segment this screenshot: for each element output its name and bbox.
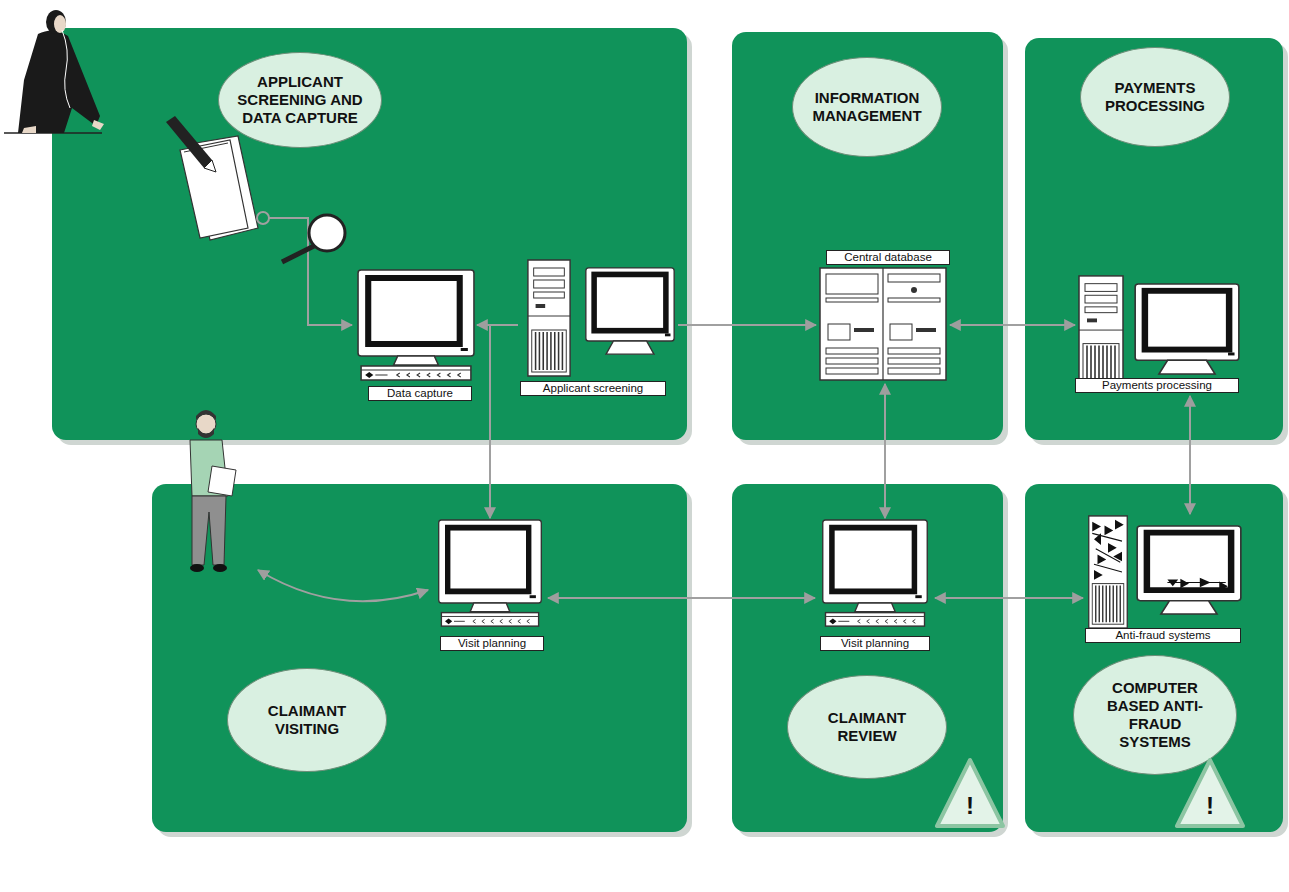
panel-heading: CLAIMANT VISITING xyxy=(252,702,362,738)
computer-part xyxy=(1137,526,1241,614)
man-figure xyxy=(190,564,204,572)
computer-caption: Payments processing xyxy=(1075,378,1239,393)
magnifier-illustration xyxy=(309,215,345,251)
computer-part xyxy=(1135,284,1239,374)
computer-caption: Visit planning xyxy=(820,636,930,651)
woman-figure xyxy=(92,120,104,130)
flow-connector xyxy=(678,324,816,326)
panel-heading: APPLICANT SCREENING AND DATA CAPTURE xyxy=(229,73,371,127)
warning-mark: ! xyxy=(966,793,974,819)
panel-heading: INFORMATION MANAGEMENT xyxy=(808,89,926,125)
woman-figure xyxy=(18,30,100,133)
computer-caption: Central database xyxy=(826,250,950,265)
notepad-illustration xyxy=(269,218,352,325)
panel-heading: COMPUTER BASED ANTI-FRAUD SYSTEMS xyxy=(1099,679,1211,751)
warning-triangle xyxy=(1177,760,1243,826)
computer-caption: Visit planning xyxy=(440,636,544,651)
computer-node: Applicant screening xyxy=(518,258,678,398)
computer-node: Central database xyxy=(816,248,950,384)
panel-heading: CLAIMANT REVIEW xyxy=(812,709,922,745)
computer-part xyxy=(358,270,474,380)
computer-node: Payments processing xyxy=(1075,274,1243,396)
notepad-illustration xyxy=(166,116,212,168)
computer-part xyxy=(1089,516,1128,628)
man-figure xyxy=(213,564,227,572)
notepad-illustration xyxy=(166,116,352,325)
warning-triangle xyxy=(937,760,1243,826)
computer-node: Data capture xyxy=(355,268,477,402)
woman-figure xyxy=(46,10,66,34)
process-panel: INFORMATION MANAGEMENT Central database xyxy=(732,32,1003,440)
man-figure xyxy=(196,414,216,434)
computer-node: Visit planning xyxy=(432,518,548,652)
computer-icon xyxy=(518,258,678,398)
process-panel: APPLICANT SCREENING AND DATA CAPTURE Data… xyxy=(52,28,687,440)
computer-node: Visit planning xyxy=(815,518,935,652)
man-figure xyxy=(190,410,428,601)
computer-part xyxy=(439,520,542,626)
heading-ellipse: COMPUTER BASED ANTI-FRAUD SYSTEMS xyxy=(1073,655,1237,775)
notepad-illustration xyxy=(257,212,269,224)
computer-caption: Anti-fraud systems xyxy=(1085,628,1241,643)
man-figure xyxy=(198,428,214,438)
computer-icon xyxy=(432,518,548,652)
computer-part xyxy=(1079,276,1123,388)
flow-connector xyxy=(884,384,886,518)
computer-node: Anti-fraud systems xyxy=(1083,514,1245,648)
notepad-illustration xyxy=(190,136,258,240)
computer-icon xyxy=(816,248,950,384)
process-panel: CLAIMANT REVIEW Visit planning xyxy=(732,484,1003,832)
computer-caption: Applicant screening xyxy=(520,381,666,396)
man-figure xyxy=(258,570,428,601)
computer-part xyxy=(823,520,928,626)
woman-figure xyxy=(4,132,102,134)
flow-connector xyxy=(1189,396,1191,514)
computer-part xyxy=(820,268,946,380)
notepad-illustration xyxy=(204,160,216,172)
flow-connector xyxy=(548,597,815,599)
computer-caption: Data capture xyxy=(368,386,472,401)
heading-ellipse: PAYMENTS PROCESSING xyxy=(1080,47,1230,147)
woman-figure xyxy=(22,126,36,133)
woman-figure xyxy=(62,30,70,108)
panel-heading: PAYMENTS PROCESSING xyxy=(1096,79,1214,115)
computer-part xyxy=(586,268,674,354)
process-panel: COMPUTER BASED ANTI-FRAUD SYSTEMS Anti-fr… xyxy=(1025,484,1283,832)
man-figure xyxy=(192,496,226,565)
flow-connector xyxy=(490,325,518,518)
computer-part xyxy=(528,260,570,376)
notepad-illustration xyxy=(180,140,248,238)
flow-connector xyxy=(477,324,518,326)
woman-figure xyxy=(54,15,66,33)
magnifier-illustration xyxy=(282,246,314,262)
heading-ellipse: CLAIMANT VISITING xyxy=(227,668,387,772)
computer-icon xyxy=(355,268,477,402)
notepad-illustration xyxy=(184,143,228,152)
flow-connector xyxy=(935,597,1083,599)
process-panel: PAYMENTS PROCESSING Payments processing xyxy=(1025,38,1283,440)
heading-ellipse: APPLICANT SCREENING AND DATA CAPTURE xyxy=(218,52,382,148)
heading-ellipse: CLAIMANT REVIEW xyxy=(787,675,947,779)
flow-connector xyxy=(950,324,1075,326)
man-figure xyxy=(208,466,236,496)
magnifier-illustration xyxy=(282,215,345,262)
warning-triangle xyxy=(937,760,1003,826)
process-panel: CLAIMANT VISITING Visit planning xyxy=(152,484,687,832)
computer-icon xyxy=(815,518,935,652)
man-figure xyxy=(196,410,216,420)
man-figure xyxy=(190,440,228,496)
warning-mark: ! xyxy=(1206,793,1214,819)
woman-figure xyxy=(4,10,104,133)
heading-ellipse: INFORMATION MANAGEMENT xyxy=(792,57,942,157)
